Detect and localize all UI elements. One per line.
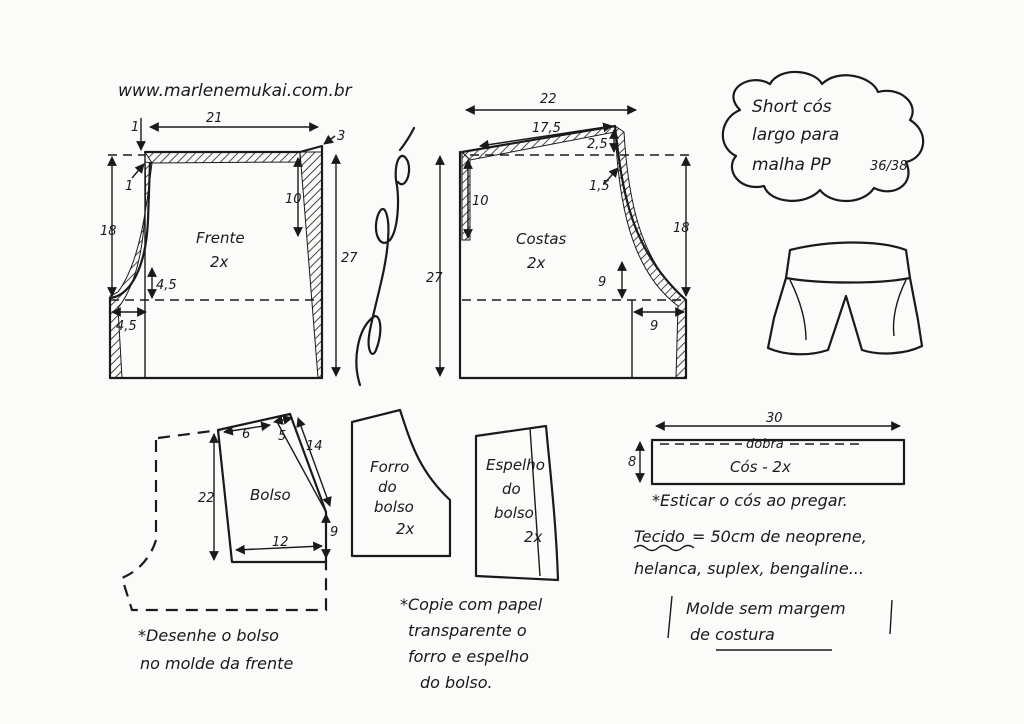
lining-l1: Forro (370, 458, 409, 476)
facing-outline (474, 424, 560, 582)
title-line-2: largo para (752, 125, 839, 145)
fabric-line-1: = 50cm de neoprene, (692, 527, 867, 546)
back-dim-10: 10 (472, 194, 489, 209)
title-line-1: Short cós (752, 97, 832, 117)
lining-outline (350, 408, 452, 558)
pocket-dim-22: 22 (198, 491, 215, 506)
title-cloud: Short cós largo para malha PP 36/38 (721, 70, 925, 202)
front-dim-1-top: 1 (131, 120, 139, 135)
lining-l4: 2x (396, 520, 415, 538)
facing-l3: bolso (494, 504, 534, 522)
copy-note-2: transparente o (408, 621, 527, 640)
back-label: Costas (516, 230, 567, 248)
back-dim-9-h: 9 (650, 319, 658, 334)
waistband-dim-8: 8 (628, 455, 636, 470)
seam-bar-left (667, 595, 673, 639)
waistband-outline (650, 438, 906, 486)
shorts-pocket-left (789, 279, 807, 341)
front-dim-45-h: 4,5 (116, 319, 137, 334)
facing-inner-line (529, 427, 541, 577)
back-dim-9-v: 9 (598, 275, 606, 290)
copy-note-3: forro e espelho (408, 647, 529, 666)
back-175-arrow (479, 122, 613, 150)
back-dim-27: 27 (426, 271, 443, 286)
lining-l3: bolso (374, 498, 414, 516)
front-dim-3: 3 (337, 129, 345, 144)
front-waist-hatch (144, 151, 301, 164)
front-dashed-outline (120, 428, 328, 612)
fabric-label: Tecido (634, 527, 685, 546)
back-dim-15: 1,5 (589, 179, 610, 194)
seam-bar-right (889, 599, 893, 635)
back-15-arrow (603, 167, 619, 185)
pocket-6-arrow (223, 421, 271, 436)
front-dim-27: 27 (341, 251, 358, 266)
fabric-line-2: helanca, suplex, bengaline... (634, 559, 864, 578)
shorts-sketch (766, 241, 924, 356)
pocket-dim-12: 12 (272, 535, 289, 550)
waistband-label: Cós - 2x (730, 458, 791, 476)
back-dim-25: 2,5 (587, 137, 608, 152)
copy-note-4: do bolso. (420, 673, 493, 692)
shorts-pocket-right (892, 279, 907, 337)
pocket-note-2: no molde da frente (140, 654, 293, 673)
back-dim-18: 18 (673, 221, 690, 236)
front-outline (108, 144, 324, 380)
title-size: 36/38 (870, 159, 907, 174)
front-dim-1-corner: 1 (125, 179, 133, 194)
notes: Tecido = 50cm de neoprene, helanca, supl… (138, 527, 893, 692)
pocket-label: Bolso (250, 486, 291, 504)
copy-note-1: *Copie com papel (400, 595, 543, 614)
back-side-hatch (461, 150, 471, 241)
back-dim-175: 17,5 (532, 121, 561, 136)
front-dim-45-v: 4,5 (156, 278, 177, 293)
front-dim-21: 21 (206, 111, 223, 126)
waistband-dim-30: 30 (766, 411, 783, 426)
facing-l4: 2x (524, 528, 543, 546)
seam-line-2: de costura (690, 625, 775, 644)
facing-piece: Espelho do bolso 2x (474, 424, 560, 582)
pocket-dim-6: 6 (242, 427, 250, 442)
front-side-hatch (299, 151, 323, 379)
lining-l2: do (378, 478, 397, 496)
waistband-piece: 30 8 dobra Cós - 2x *Esticar o cós ao pr… (628, 411, 906, 510)
front-corner-arrow (131, 163, 145, 179)
back-qty: 2x (527, 254, 546, 272)
signature: Marlene Mukai (355, 126, 416, 387)
pocket-12-arrow (235, 541, 323, 555)
seam-line-1: Molde sem margem (686, 599, 846, 618)
pocket-5-arrow (273, 415, 293, 425)
waistband-fold: dobra (746, 437, 784, 452)
cloud-outline (721, 70, 925, 202)
pocket-dim-5: 5 (278, 429, 286, 444)
fabric-underline (633, 544, 695, 552)
facing-l1: Espelho (486, 456, 545, 474)
shorts-waistband (784, 241, 912, 284)
pocket-piece: Bolso 6 5 14 22 12 9 (120, 412, 338, 612)
back-outline (458, 124, 688, 380)
pocket-dim-14: 14 (306, 439, 323, 454)
pocket-14-arrow (296, 417, 332, 507)
lining-piece: Forro do bolso 2x (350, 408, 452, 558)
title-line-3: malha PP (752, 155, 832, 175)
back-crotch-hatch (614, 125, 687, 379)
pocket-dim-9: 9 (330, 525, 338, 540)
signature-mark (355, 126, 416, 387)
facing-l2: do (502, 480, 521, 498)
pocket-note-1: *Desenhe o bolso (138, 626, 279, 645)
front-dim-18: 18 (100, 224, 117, 239)
front-label: Frente (196, 229, 245, 247)
waistband-note: *Esticar o cós ao pregar. (652, 491, 848, 510)
back-piece: Costas 2x 22 17,5 2,5 1,5 10 27 18 9 9 (426, 92, 691, 380)
front-qty: 2x (210, 253, 229, 271)
front-3-arrow (323, 134, 336, 145)
front-piece: Frente 2x 21 1 3 10 27 18 1 4,5 4,5 (100, 111, 358, 380)
front-dim-10: 10 (285, 192, 302, 207)
back-dim-22: 22 (540, 92, 557, 107)
shorts-body (766, 276, 924, 356)
website-url[interactable]: www.marlenemukai.com.br (118, 81, 353, 101)
